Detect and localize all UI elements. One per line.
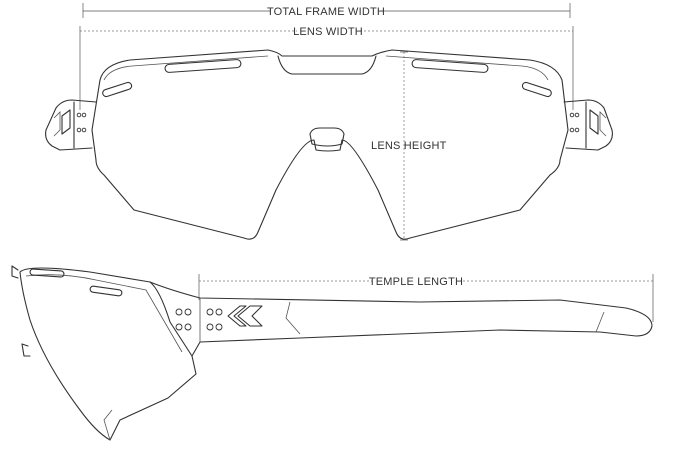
- front-vent-left-side: [102, 81, 133, 98]
- front-lens-outline: [91, 49, 569, 240]
- front-frame-ridge: [103, 55, 549, 81]
- lens-width-label: LENS WIDTH: [293, 26, 363, 38]
- front-view: TOTAL FRAME WIDTH LENS WIDTH LENS HEIGHT: [45, 3, 613, 241]
- side-temple-arm: [149, 281, 653, 357]
- side-vent-top: [29, 268, 65, 278]
- total-frame-width-label: TOTAL FRAME WIDTH: [267, 6, 385, 18]
- temple-length-dimension: TEMPLE LENGTH: [198, 274, 654, 322]
- side-temple-tip-joint: [595, 311, 605, 333]
- side-temple-notch: [285, 301, 301, 335]
- front-bridge-tab: [277, 55, 377, 75]
- side-vent-lower: [89, 285, 123, 297]
- front-temple-right: [563, 99, 613, 151]
- lens-width-dimension: LENS WIDTH: [79, 24, 574, 110]
- total-frame-width-dimension: TOTAL FRAME WIDTH: [82, 3, 571, 18]
- chevron-logo-icon: [227, 305, 263, 327]
- front-vent-left-top: [164, 59, 242, 73]
- side-lens-inner-edge: [25, 274, 183, 353]
- side-view: TEMPLE LENGTH: [11, 265, 654, 441]
- lens-height-label: LENS HEIGHT: [371, 140, 447, 152]
- front-nose-pad: [309, 127, 345, 147]
- front-vent-right-top: [411, 59, 489, 73]
- front-logo-right-icon: [589, 109, 599, 135]
- front-vent-right-side: [521, 81, 552, 98]
- side-clip-bottom: [21, 343, 31, 357]
- side-hinge-holes: [175, 308, 223, 331]
- side-lens-outline: [19, 267, 197, 441]
- temple-length-label: TEMPLE LENGTH: [369, 276, 463, 288]
- side-clip-top: [11, 265, 19, 279]
- front-logo-left-icon: [61, 109, 71, 135]
- front-temple-left: [45, 99, 97, 151]
- side-lens-tip: [103, 409, 113, 441]
- lens-height-dimension: LENS HEIGHT: [371, 51, 447, 241]
